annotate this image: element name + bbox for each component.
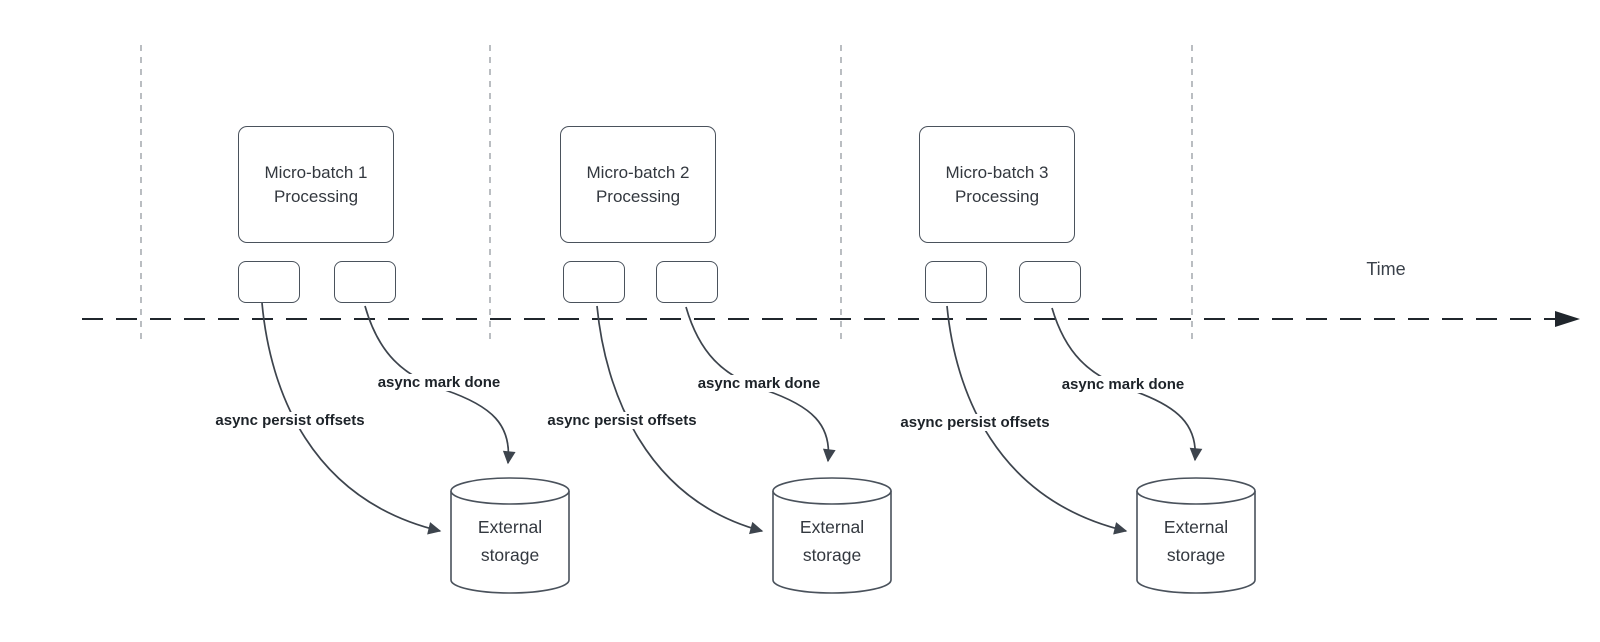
persist-offsets-connector-1	[261, 302, 442, 535]
persist-offsets-label-1: async persist offsets	[212, 412, 368, 429]
async-op-rect-left-2	[563, 261, 625, 303]
storage-cylinder-3	[1136, 477, 1256, 594]
mark-done-label-1: async mark done	[374, 374, 504, 391]
persist-offsets-connector-3	[946, 305, 1128, 535]
storage-label-1: External storage	[477, 517, 543, 565]
storage-label-2: External storage	[799, 517, 865, 565]
microbatch-box-3: Micro-batch 3 Processing	[919, 126, 1075, 243]
storage-cylinder-1	[450, 477, 570, 594]
async-op-rect-left-1	[238, 261, 300, 303]
async-op-rect-right-2	[656, 261, 718, 303]
async-op-rect-right-1	[334, 261, 396, 303]
persist-offsets-label-2: async persist offsets	[544, 412, 700, 429]
time-axis-label: Time	[1366, 259, 1406, 279]
persist-offsets-connector-2	[596, 305, 764, 535]
storage-label-3: External storage	[1163, 517, 1229, 565]
time-axis-arrowhead	[1555, 311, 1580, 327]
mark-done-label-2: async mark done	[694, 375, 824, 392]
async-op-rect-left-3	[925, 261, 987, 303]
storage-cylinder-2	[772, 477, 892, 594]
microbatch-box-2: Micro-batch 2 Processing	[560, 126, 716, 243]
microbatch-box-1: Micro-batch 1 Processing	[238, 126, 394, 243]
async-op-rect-right-3	[1019, 261, 1081, 303]
mark-done-label-3: async mark done	[1058, 376, 1188, 393]
persist-offsets-label-3: async persist offsets	[897, 414, 1053, 431]
